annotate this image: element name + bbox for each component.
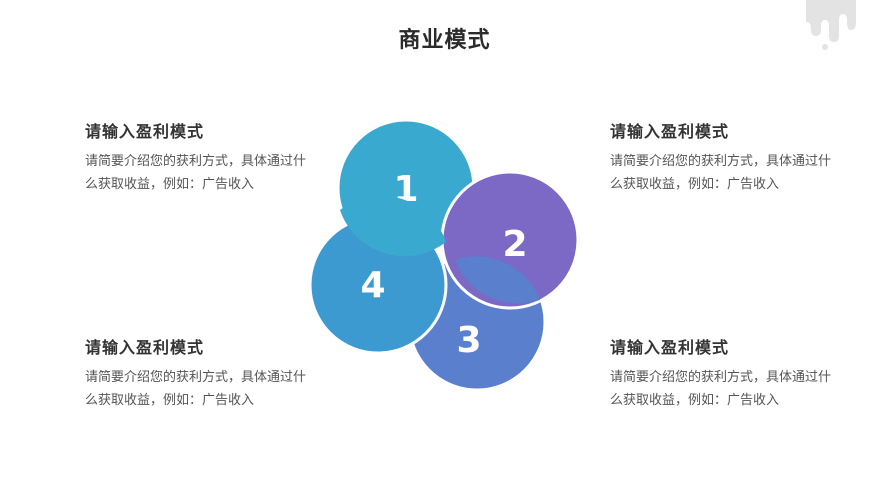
model-heading: 请输入盈利模式 [85,338,205,357]
model-block-3: 请输入盈利模式 请简要介绍您的获利方式，具体通过什么获取收益，例如：广告收入 [610,334,840,412]
circle-1-overlap [340,195,446,257]
model-heading: 请输入盈利模式 [610,338,730,357]
drip-decoration-icon [806,0,856,50]
page-title: 商业模式 [398,28,491,53]
model-heading: 请输入盈利模式 [610,122,730,141]
circle-2-number: 2 [502,224,527,265]
model-block-1: 请输入盈利模式 请简要介绍您的获利方式，具体通过什么获取收益，例如：广告收入 [85,118,315,196]
model-block-2: 请输入盈利模式 请简要介绍您的获利方式，具体通过什么获取收益，例如：广告收入 [610,118,840,196]
model-heading: 请输入盈利模式 [85,122,205,141]
model-description: 请简要介绍您的获利方式，具体通过什么获取收益，例如：广告收入 [610,154,832,192]
model-description: 请简要介绍您的获利方式，具体通过什么获取收益，例如：广告收入 [85,154,307,192]
model-description: 请简要介绍您的获利方式，具体通过什么获取收益，例如：广告收入 [85,370,307,408]
model-description: 请简要介绍您的获利方式，具体通过什么获取收益，例如：广告收入 [610,370,832,408]
model-block-4: 请输入盈利模式 请简要介绍您的获利方式，具体通过什么获取收益，例如：广告收入 [85,334,315,412]
circle-4-number: 4 [360,265,385,306]
circle-3-number: 3 [456,320,481,361]
circle-3-overlap [455,256,540,304]
